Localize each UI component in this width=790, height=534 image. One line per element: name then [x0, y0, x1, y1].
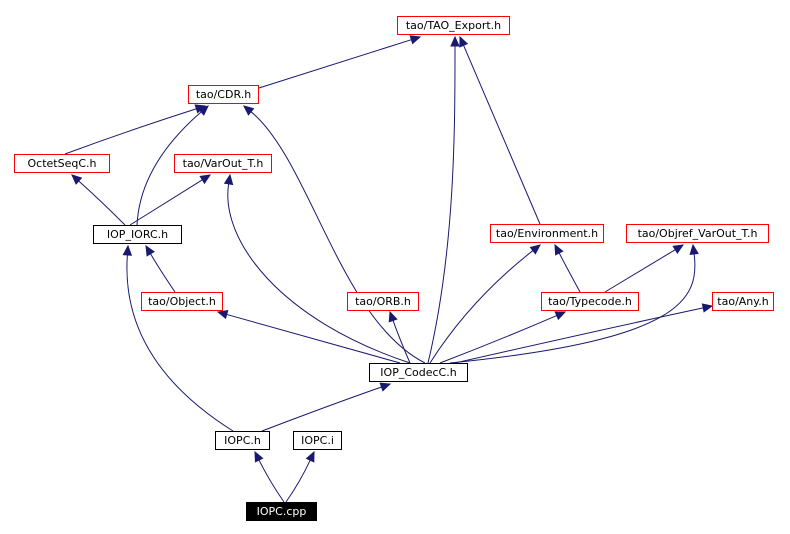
edge-iopc-h-to-iop-iorc [122, 244, 234, 432]
edge-iopc-cpp-to-iopc-h [254, 450, 285, 503]
edge-iop-codecc-to-tao-varout-arrowhead [223, 173, 234, 186]
node-tao-any-h[interactable]: tao/Any.h [712, 292, 774, 311]
edge-iopc-cpp-to-iopc-i-arrowhead [305, 450, 315, 463]
edge-iop-iorc-to-tao-varout [129, 174, 212, 226]
node-tao-object-h[interactable]: tao/Object.h [141, 292, 223, 311]
node-iop-iorc-h[interactable]: IOP_IORC.h [93, 225, 182, 244]
edge-iop-codecc-to-tao-any-arrowhead [701, 303, 714, 313]
edge-octetseqc-to-tao-cdr-arrowhead [194, 104, 207, 114]
edge-tao-object-to-iop-iorc-arrowhead [145, 244, 155, 257]
node-tao-varout-t-h[interactable]: tao/VarOut_T.h [174, 154, 272, 173]
edge-tao-environment-to-tao-export-arrowhead [459, 35, 469, 48]
edge-iop-codecc-to-tao-object-arrowhead [216, 309, 229, 320]
node-iopc-cpp: IOPC.cpp [246, 502, 317, 521]
edge-iop-codecc-to-tao-objref-varout [449, 243, 699, 364]
edge-iop-codecc-to-tao-orb [388, 310, 411, 364]
edge-iop-iorc-to-tao-varout-arrowhead [199, 174, 212, 185]
edge-octetseqc-to-tao-cdr [64, 104, 207, 155]
edge-iopc-h-to-iop-iorc-arrowhead [122, 244, 133, 256]
edge-tao-cdr-to-tao-export-arrowhead [409, 35, 422, 45]
node-iopc-i[interactable]: IOPC.i [293, 431, 342, 450]
edge-iop-codecc-to-tao-typecode [439, 311, 567, 364]
edge-iop-codecc-to-tao-environment [429, 244, 541, 364]
edge-iop-codecc-to-tao-typecode-arrowhead [554, 311, 567, 321]
edge-iop-iorc-to-octetseqc [71, 174, 126, 226]
edge-tao-typecode-to-tao-environment [554, 243, 581, 293]
node-tao-environment-h[interactable]: tao/Environment.h [490, 224, 604, 243]
node-tao-objref-varout-t-h[interactable]: tao/Objref_VarOut_T.h [626, 224, 769, 243]
edge-iop-codecc-to-tao-cdr-arrowhead [243, 105, 255, 116]
node-iop-codecc-h[interactable]: IOP_CodecC.h [369, 363, 468, 382]
edge-iop-codecc-to-tao-export [427, 35, 460, 364]
edge-tao-environment-to-tao-export [459, 35, 541, 225]
node-octetseqc-h[interactable]: OctetSeqC.h [14, 154, 110, 173]
edge-iop-codecc-to-tao-objref-varout-arrowhead [689, 243, 699, 256]
edge-tao-object-to-iop-iorc [145, 244, 176, 293]
edge-tao-cdr-to-tao-export [258, 35, 422, 89]
edge-tao-typecode-to-tao-environment-arrowhead [554, 243, 564, 256]
node-iopc-h[interactable]: IOPC.h [215, 431, 270, 450]
edge-iop-codecc-to-tao-export-arrowhead [450, 35, 460, 47]
edge-iopc-h-to-iop-codecc-arrowhead [379, 382, 392, 392]
edge-iop-codecc-to-tao-orb-arrowhead [388, 310, 398, 323]
edge-iop-codecc-to-tao-cdr [243, 105, 426, 364]
edge-iop-codecc-to-tao-environment-arrowhead [529, 244, 541, 255]
node-tao-typecode-h[interactable]: tao/Typecode.h [541, 292, 639, 311]
node-tao-cdr-h[interactable]: tao/CDR.h [188, 85, 259, 104]
edge-iopc-cpp-to-iopc-h-arrowhead [254, 450, 264, 463]
edge-iop-codecc-to-tao-any [454, 303, 714, 364]
node-tao-orb-h[interactable]: tao/ORB.h [347, 292, 419, 311]
edge-iop-iorc-to-octetseqc-arrowhead [71, 174, 83, 185]
edge-iop-codecc-to-tao-object [216, 309, 401, 364]
edge-tao-typecode-to-tao-objref-varout [604, 244, 685, 293]
edge-iopc-h-to-iop-codecc [261, 382, 392, 432]
node-tao-export-h[interactable]: tao/TAO_Export.h [397, 16, 510, 35]
edge-iop-codecc-to-tao-varout [223, 173, 411, 364]
edge-tao-typecode-to-tao-objref-varout-arrowhead [672, 244, 685, 254]
edge-iopc-cpp-to-iopc-i [285, 450, 315, 503]
